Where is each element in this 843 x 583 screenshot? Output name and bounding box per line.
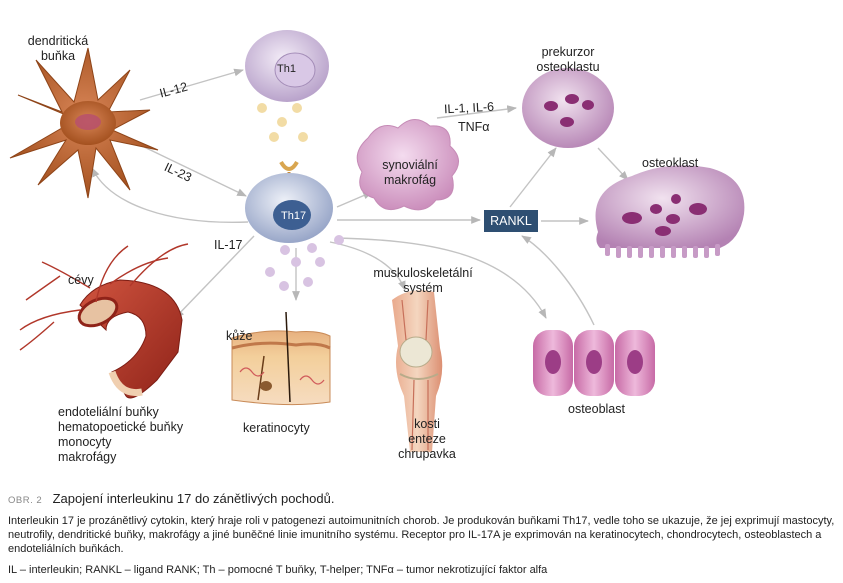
caption-number: OBR. 2: [8, 495, 43, 506]
label-th1: Th1: [277, 63, 296, 75]
dendritic-nucleus: [75, 114, 101, 130]
label-il17: IL-17: [214, 238, 243, 252]
label-osteoclast: osteoklast: [642, 156, 699, 170]
arrow-th17-to-dendritic: [91, 167, 249, 223]
label-synovial-macrophage: synoviální makrofág: [370, 158, 450, 188]
arrow-th17-to-vessels: [174, 235, 255, 319]
label-musculo-line2: systém: [403, 281, 443, 295]
label-th17: Th17: [281, 210, 307, 222]
figure-caption: OBR. 2 Zapojení interleukinu 17 do zánět…: [8, 490, 838, 577]
label-musculo-line1: muskuloskeletální: [373, 266, 473, 280]
osteoclast-precursor: [522, 68, 614, 148]
arrow-dendritic-to-th17: [139, 144, 247, 197]
arrow-precursor-to-osteoclast: [597, 147, 629, 181]
label-osteoblast: osteoblast: [568, 402, 625, 416]
arrow-rankl-to-precursor: [509, 147, 557, 208]
label-skin: kůže: [226, 329, 253, 343]
blood-vessel: [19, 243, 189, 399]
label-musculoskeletal: muskuloskeletální systém: [358, 266, 488, 296]
arrow-th17-to-osteoblast: [335, 237, 547, 319]
label-dendritic-line1: dendritická: [27, 34, 89, 48]
arrow-osteoblast-to-rankl: [521, 235, 595, 326]
caption-title: Zapojení interleukinu 17 do zánětlivých …: [52, 491, 335, 506]
label-endothelial-line2: hematopoetické buňky: [58, 420, 184, 434]
label-osteoclast-precursor: prekurzor osteoklastu: [526, 45, 610, 75]
label-endothelial-line1: endoteliální buňky: [58, 405, 159, 419]
caption-heading: OBR. 2 Zapojení interleukinu 17 do zánět…: [8, 490, 838, 508]
synovial-macrophage: [356, 119, 459, 211]
label-endothelial-line3: monocyty: [58, 435, 112, 449]
label-endothelial-line4: makrofágy: [58, 450, 117, 464]
label-dendritic-line2: buňka: [40, 49, 76, 63]
rankl-box: RANKL: [484, 210, 538, 232]
skin-section: [231, 311, 331, 406]
th1-cell: [245, 30, 329, 102]
label-synovial-line1: synoviální: [382, 158, 438, 172]
osteoblast-cells: [533, 330, 655, 396]
osteoclast-cell: [595, 165, 745, 258]
label-precursor-line2: osteoklastu: [536, 60, 600, 74]
caption-text: Interleukin 17 je prozánětlivý cytokin, …: [8, 515, 835, 555]
th1-nucleus: [274, 52, 316, 88]
caption-abbreviations: IL – interleukin; RANKL – ligand RANK; T…: [8, 564, 548, 576]
label-bones-line1: kosti: [414, 417, 440, 431]
label-bones-line3: chrupavka: [398, 447, 456, 461]
th17-cell: [245, 173, 333, 243]
th17-nucleus: [273, 200, 311, 230]
label-tnfa: TNFα: [458, 120, 490, 134]
dendritic-cell: [9, 47, 159, 199]
label-precursor-line1: prekurzor: [541, 45, 595, 59]
label-bones-line2: enteze: [408, 432, 446, 446]
label-keratinocytes: keratinocyty: [243, 421, 310, 435]
cytokine-dots-yellow: [257, 103, 308, 142]
cytokine-dots-purple: [265, 235, 344, 291]
label-il1-il6: IL-1, IL-6: [443, 99, 495, 117]
label-vessels: cévy: [68, 273, 94, 287]
label-synovial-line2: makrofág: [383, 173, 437, 187]
arrows: [91, 68, 629, 326]
knee-joint: [392, 290, 443, 452]
arrow-synovial-to-precursor: [436, 105, 517, 119]
arrow-dendritic-to-th1: [139, 68, 244, 101]
arrow-th17-to-knee: [329, 241, 406, 291]
label-bones-list: kosti enteze chrupavka: [384, 417, 470, 462]
label-dendritic-cell: dendritická buňka: [18, 34, 98, 64]
label-endothelial-list: endoteliální buňky hematopoetické buňky …: [58, 405, 183, 465]
